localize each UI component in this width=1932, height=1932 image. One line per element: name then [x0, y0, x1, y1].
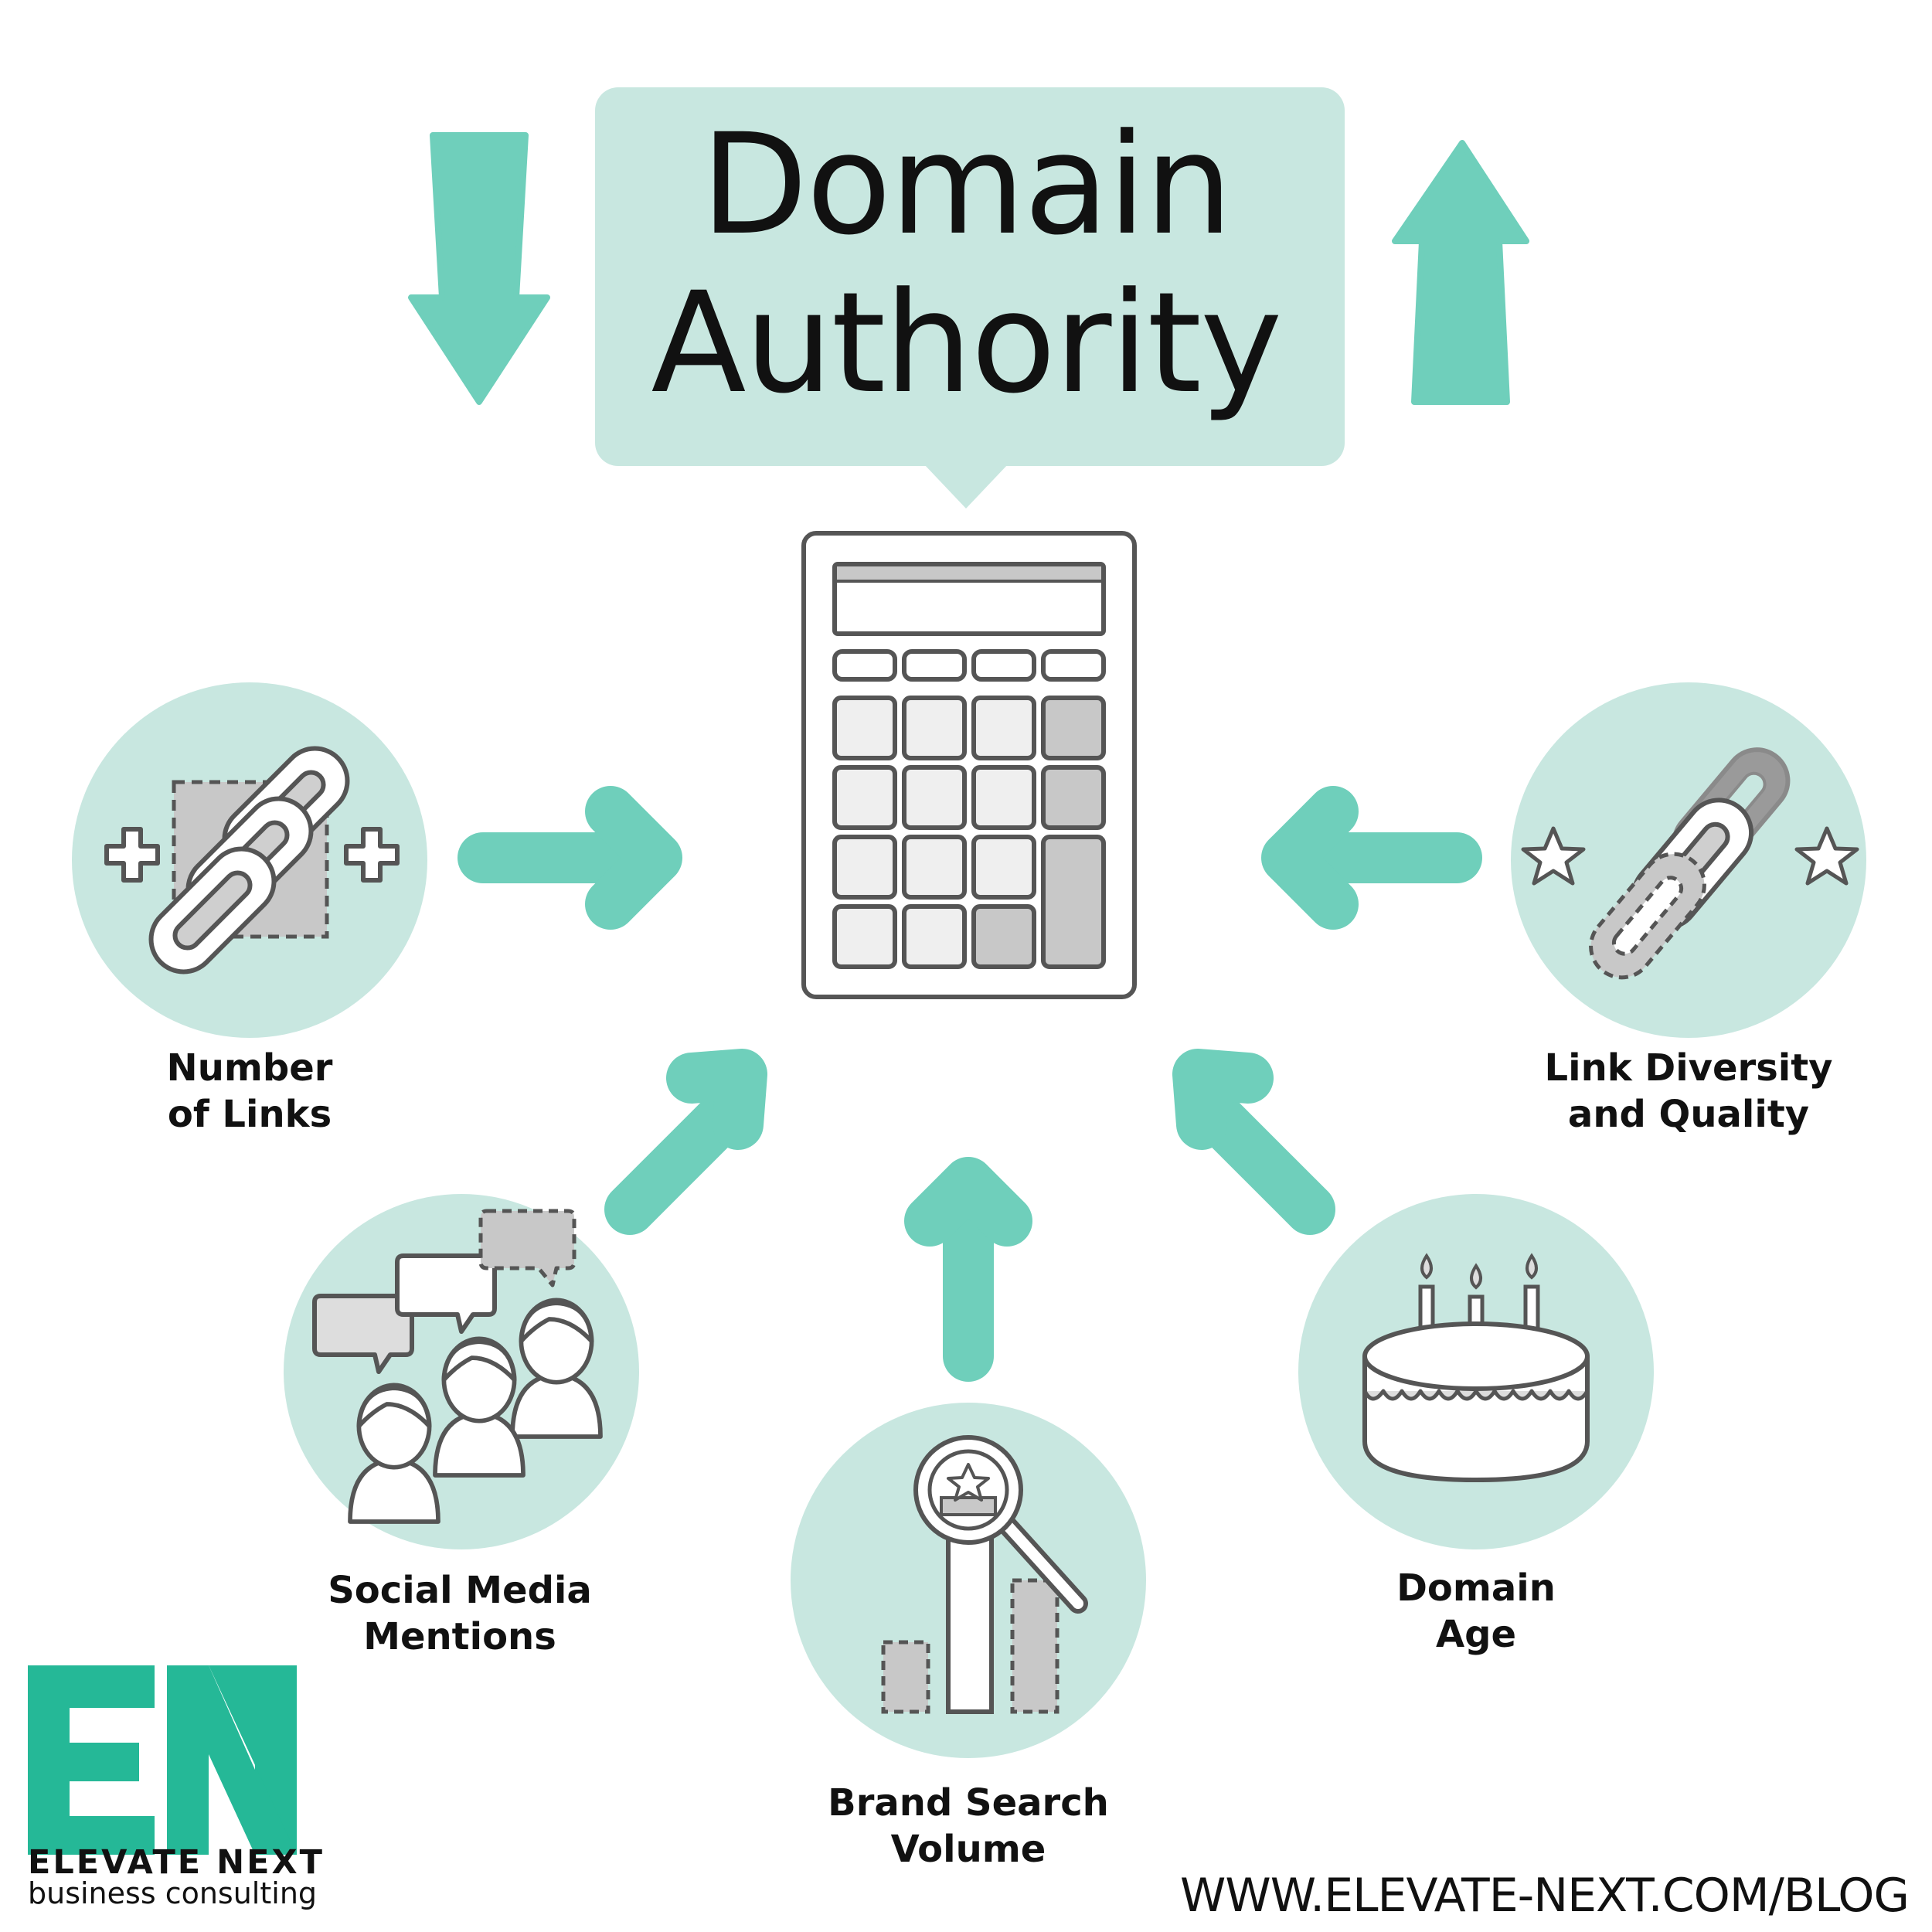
elevate-next-logo [28, 1665, 297, 1855]
label-brand-search: Brand Search Volume [775, 1780, 1162, 1872]
label-line: and Quality [1567, 1093, 1810, 1136]
arrow-up-right-icon [604, 1049, 767, 1235]
title-bubble [595, 87, 1345, 509]
label-social-media: Social Media Mentions [267, 1567, 653, 1660]
label-domain-age: Domain Age [1321, 1565, 1631, 1658]
factor-link-diversity [1511, 682, 1866, 1038]
label-line: Social Media [328, 1569, 592, 1612]
brand-tagline: business consulting [28, 1876, 318, 1910]
title-line-2: Authority [651, 263, 1282, 424]
arrow-up-left-icon [1172, 1049, 1335, 1235]
factor-brand-search [791, 1403, 1146, 1758]
birthday-cake-icon [1362, 1253, 1590, 1482]
arrow-up-icon [904, 1157, 1032, 1382]
title-line-1: Domain [700, 104, 1233, 266]
search-bar-chart-icon [881, 1435, 1088, 1714]
calculator-icon [801, 531, 1137, 999]
label-line: Volume [890, 1828, 1046, 1871]
factor-domain-age [1298, 1194, 1654, 1549]
label-line: Link Diversity [1544, 1046, 1833, 1090]
people-chat-icon [312, 1209, 600, 1522]
brand-name: ELEVATE NEXT [28, 1843, 325, 1882]
down-arrow-icon [408, 132, 550, 405]
website-url: WWW.ELEVATE-NEXT.COM/BLOG [1180, 1869, 1910, 1923]
label-line: Number [166, 1046, 333, 1090]
up-arrow-icon [1392, 140, 1529, 405]
factor-number-of-links [72, 682, 427, 1038]
label-line: Domain [1396, 1566, 1556, 1610]
label-line: Age [1435, 1613, 1517, 1656]
label-line: Brand Search [828, 1781, 1109, 1825]
arrow-left-icon [1261, 786, 1482, 930]
label-line: Mentions [363, 1615, 556, 1658]
chain-link-stars-icon [1521, 747, 1859, 980]
chain-link-plus-icon [104, 735, 400, 985]
factor-social-media [284, 1194, 639, 1549]
label-line: of Links [167, 1093, 332, 1136]
arrow-right-icon [457, 786, 682, 930]
label-number-of-links: Number of Links [95, 1045, 404, 1138]
label-link-diversity: Link Diversity and Quality [1495, 1045, 1882, 1138]
